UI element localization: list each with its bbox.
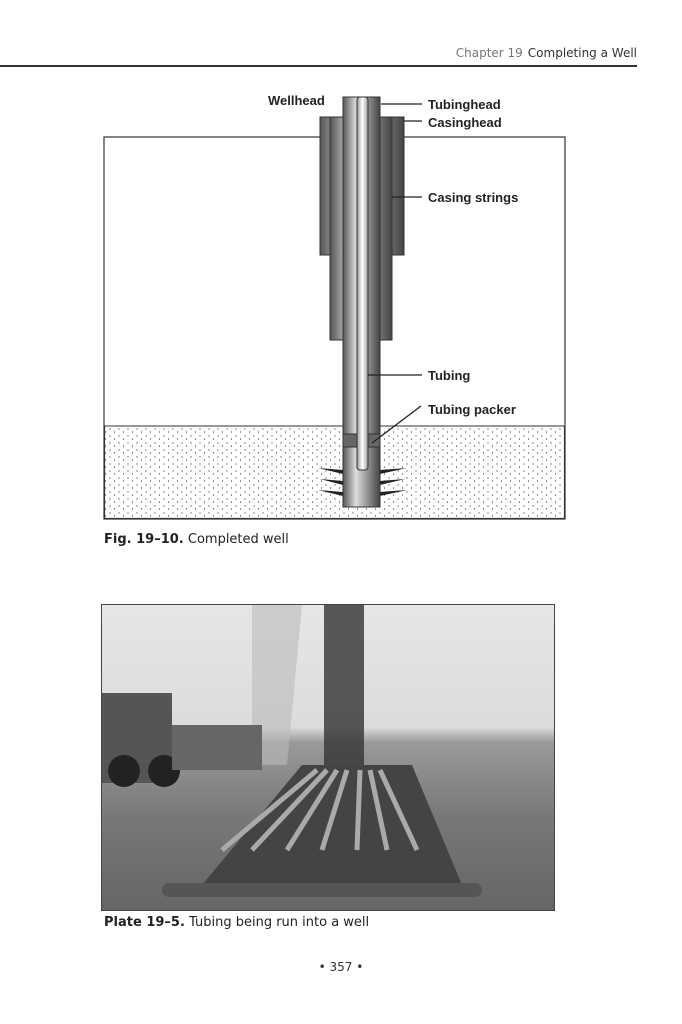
photo-scene (102, 605, 482, 897)
chapter-number: Chapter 19 (455, 46, 523, 60)
figure-caption: Fig. 19–10. Completed well (104, 532, 289, 547)
plate-caption: Plate 19–5. Tubing being run into a well (104, 915, 369, 930)
label-tubinghead: Tubinghead (428, 97, 501, 112)
running-header: Chapter 19 Completing a Well (456, 46, 637, 60)
page-number: • 357 • (318, 960, 364, 974)
label-tubing: Tubing (428, 368, 470, 383)
label-tubing-packer: Tubing packer (428, 402, 516, 417)
completed-well-diagram: Wellhead Tubinghead Casinghead Casing st… (103, 93, 566, 520)
label-casing-strings: Casing strings (428, 190, 518, 205)
tubing-photo (101, 604, 555, 911)
label-casinghead: Casinghead (428, 115, 502, 130)
plate-caption-text: Tubing being run into a well (189, 915, 370, 930)
plate-number: Plate 19–5. (104, 915, 185, 930)
figure-number: Fig. 19–10. (104, 532, 184, 547)
tubing (356, 96, 369, 471)
label-wellhead: Wellhead (268, 93, 325, 108)
formation-sand (104, 425, 565, 519)
header-rule (0, 65, 637, 67)
chapter-title: Completing a Well (527, 46, 637, 60)
perforations (318, 468, 407, 496)
figure-caption-text: Completed well (187, 532, 289, 547)
